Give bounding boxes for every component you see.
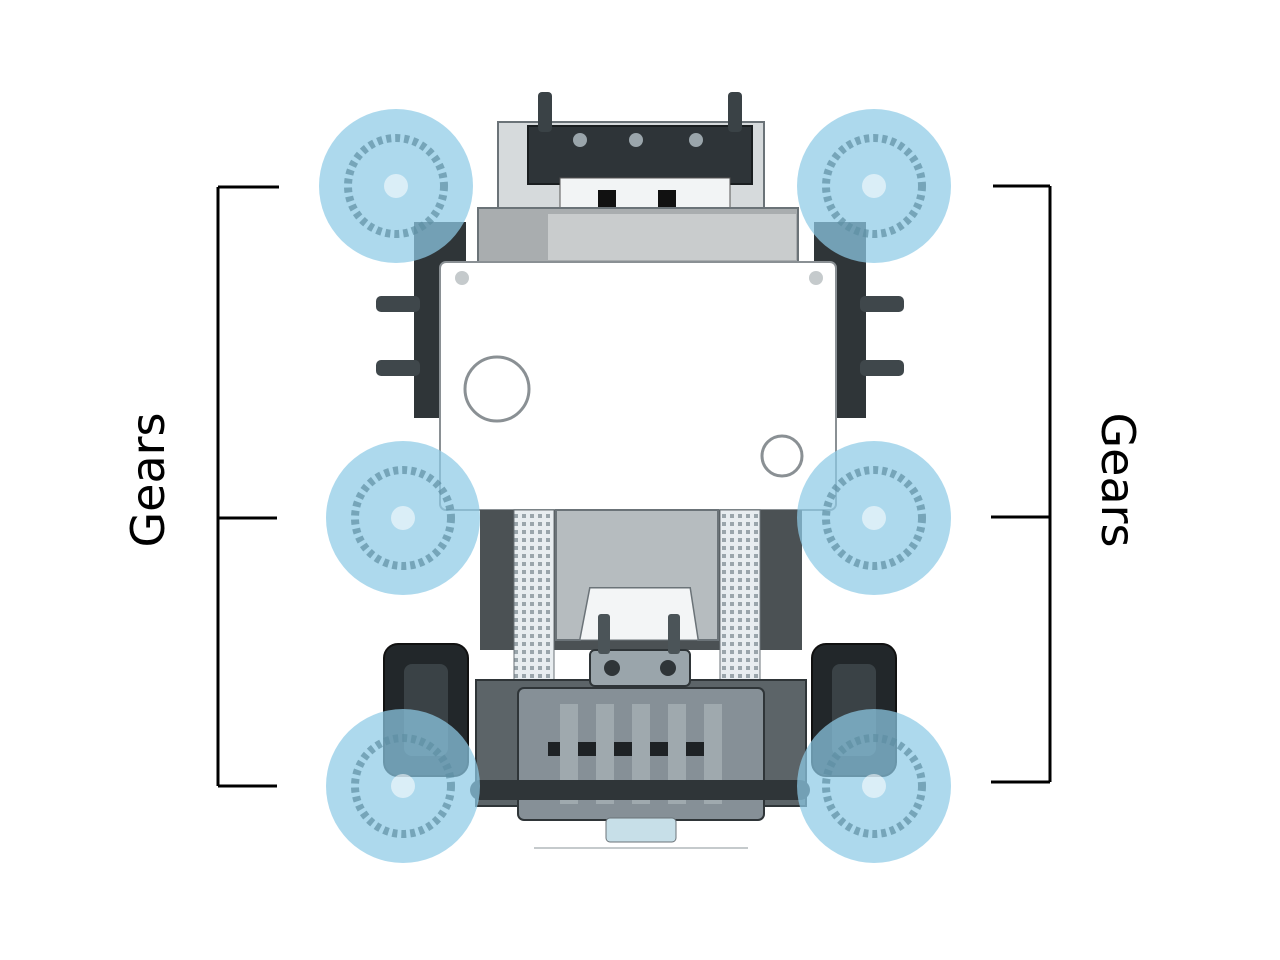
bracket-right [991, 186, 1050, 782]
gear-middle-left [326, 441, 480, 595]
gear-rear-left [326, 709, 480, 863]
gear-front-right [797, 109, 951, 263]
gears-label-right: Gears [1095, 412, 1141, 547]
gears-label-left: Gears [125, 412, 171, 547]
gear-middle-right [797, 441, 951, 595]
gear-rear-right [797, 709, 951, 863]
bracket-left [218, 187, 279, 786]
gear-front-left [319, 109, 473, 263]
